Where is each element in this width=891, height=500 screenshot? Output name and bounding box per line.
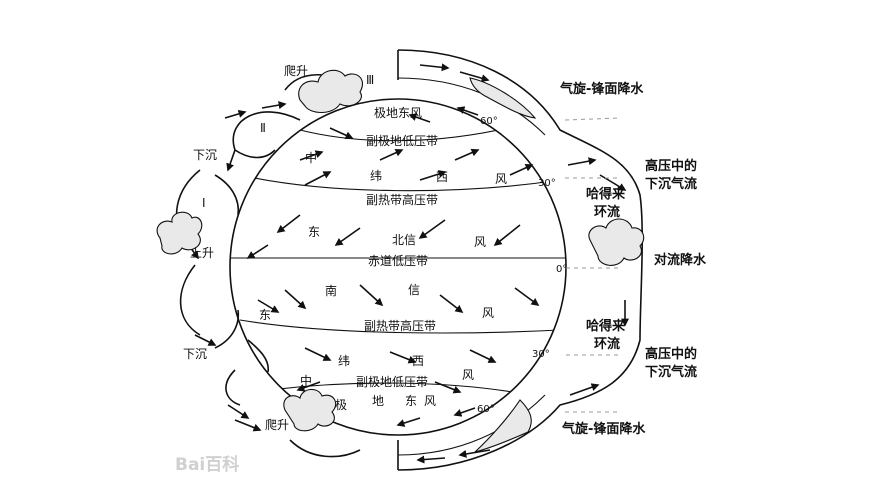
cell-1: Ⅰ [202, 196, 206, 210]
wind-char: 中 [300, 373, 312, 388]
cloud-right [588, 218, 645, 266]
wind-char: 东 [405, 394, 417, 408]
lat-60s: 60° [477, 404, 495, 415]
band-arrows [416, 63, 629, 464]
wind-char: 东 [308, 225, 320, 239]
zone-equatorial-low: 赤道低压带 [368, 254, 428, 268]
watermark: Bai百科 [175, 454, 239, 475]
lat-30s: 30° [532, 349, 550, 360]
label-hadley-bottom-2: 环流 [594, 336, 620, 352]
zone-subtropical-high-s: 副热带高压带 [364, 318, 436, 333]
cell-3: Ⅲ [366, 73, 374, 87]
globe [229, 98, 621, 436]
wind-char: 西 [412, 354, 424, 368]
label-cyclone-front-top: 气旋-锋面降水 [560, 81, 644, 97]
cloud-front-bottom [474, 399, 532, 453]
label-sink-top: 下沉 [193, 148, 217, 162]
zone-subtropical-high-n: 副热带高压带 [366, 192, 438, 207]
wind-char: 极 [335, 398, 347, 412]
zone-subpolar-low-s: 副极地低压带 [356, 375, 428, 389]
lat-60n: 60° [480, 116, 498, 127]
label-convective: 对流降水 [654, 252, 707, 268]
label-rise: 上升 [190, 246, 214, 260]
wind-char: 风 [495, 172, 507, 186]
wind-char: 纬 [370, 169, 382, 183]
label-climb-top: 爬升 [284, 64, 308, 78]
label-cyclone-front-bottom: 气旋-锋面降水 [562, 421, 646, 437]
wind-arrows [246, 106, 540, 427]
label-high-sink-bottom-1: 高压中的 [645, 346, 697, 362]
wind-char: 风 [474, 235, 486, 249]
wind-char: 风 [482, 306, 494, 320]
wind-char: 纬 [338, 354, 350, 368]
zone-polar-easterlies: 极地东风 [374, 106, 422, 120]
cloud-left [156, 211, 203, 255]
label-high-sink-bottom-2: 下沉气流 [645, 364, 697, 380]
wind-char: 西 [436, 170, 448, 184]
wind-char: 地 [372, 394, 384, 408]
clouds [156, 69, 645, 453]
cell-2: Ⅱ [260, 121, 266, 135]
wind-char: 北信 [392, 233, 416, 247]
label-hadley-top-2: 环流 [594, 204, 620, 220]
wind-char: 风 [462, 368, 474, 382]
lat-30n: 30° [538, 178, 556, 189]
label-high-sink-top-2: 下沉气流 [645, 176, 697, 192]
zone-subpolar-low: 副极地低压带 [366, 134, 438, 148]
label-hadley-bottom-1: 哈得来 [586, 318, 626, 334]
wind-char: 东 [259, 308, 271, 322]
wind-char: 信 [408, 283, 420, 297]
wind-char: 南 [325, 283, 337, 298]
cloud-front-top [469, 77, 537, 119]
label-high-sink-top-1: 高压中的 [645, 158, 697, 174]
cloud-bottom [283, 388, 337, 432]
lat-0: 0° [556, 264, 567, 275]
wind-char: 中 [305, 150, 317, 165]
label-hadley-top-1: 哈得来 [586, 186, 626, 202]
cloud-top [298, 69, 363, 114]
label-sink-bottom: 下沉 [183, 347, 207, 361]
wind-char: 风 [424, 394, 436, 408]
label-climb-bottom: 爬升 [265, 418, 289, 432]
